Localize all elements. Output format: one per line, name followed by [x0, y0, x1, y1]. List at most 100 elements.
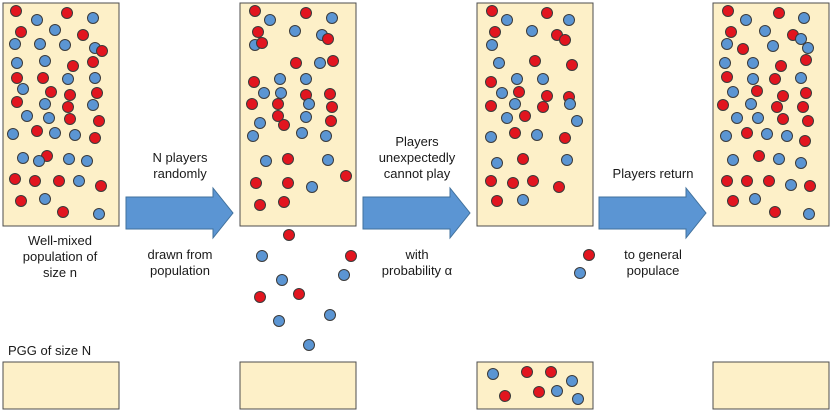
red-player-118	[509, 127, 521, 139]
red-player-197	[499, 390, 511, 402]
red-player-149	[769, 73, 781, 85]
red-player-135	[725, 26, 737, 38]
blue-player-82	[247, 130, 259, 142]
red-player-172	[721, 175, 733, 187]
blue-player-9	[59, 39, 71, 51]
red-player-145	[775, 60, 787, 72]
blue-player-164	[761, 128, 773, 140]
red-player-77	[325, 115, 337, 127]
population-label-line3: size n	[43, 265, 77, 280]
blue-player-19	[89, 72, 101, 84]
red-player-146	[800, 54, 812, 66]
blue-player-45	[73, 175, 85, 187]
blue-player-188	[324, 309, 336, 321]
red-player-2	[61, 7, 73, 19]
red-player-94	[541, 7, 553, 19]
red-player-161	[777, 113, 789, 125]
red-player-191	[583, 249, 595, 261]
blue-player-142	[802, 42, 814, 54]
red-player-30	[64, 113, 76, 125]
red-player-163	[741, 127, 753, 139]
red-player-75	[272, 110, 284, 122]
blue-player-29	[43, 112, 55, 124]
blue-player-180	[803, 208, 815, 220]
red-player-21	[45, 86, 57, 98]
red-player-169	[753, 150, 765, 162]
blue-player-150	[795, 72, 807, 84]
red-player-90	[254, 199, 266, 211]
blue-player-65	[274, 73, 286, 85]
red-player-70	[324, 88, 336, 100]
blue-player-73	[303, 98, 315, 110]
blue-player-66	[300, 73, 312, 85]
blue-player-156	[745, 98, 757, 110]
red-player-84	[282, 153, 294, 165]
red-player-194	[521, 366, 533, 378]
blue-player-78	[254, 117, 266, 129]
arrow1-bottom-line2: population	[150, 263, 210, 278]
red-player-16	[11, 72, 23, 84]
red-player-61	[290, 57, 302, 69]
red-player-14	[67, 60, 79, 72]
arrow3-bottom-line1: to general	[624, 247, 682, 262]
red-player-153	[777, 90, 789, 102]
blue-player-119	[531, 129, 543, 141]
red-player-99	[559, 34, 571, 46]
red-player-127	[527, 175, 539, 187]
arrow2-bottom-line1: with	[405, 247, 429, 262]
red-player-71	[246, 98, 258, 110]
blue-player-132	[740, 14, 752, 26]
red-player-154	[800, 87, 812, 99]
blue-player-130	[517, 194, 529, 206]
arrow2-bottom-line2: probability α	[381, 263, 453, 278]
blue-player-100	[486, 39, 498, 51]
blue-player-200	[572, 393, 584, 405]
red-player-26	[62, 101, 74, 113]
blue-player-25	[39, 98, 51, 110]
red-player-46	[95, 180, 107, 192]
blue-player-5	[49, 24, 61, 36]
blue-player-85	[322, 154, 334, 166]
red-player-79	[278, 119, 290, 131]
arrow2-bottom-label: with probability α	[362, 247, 472, 279]
pgg-box-2	[239, 361, 357, 410]
red-player-63	[327, 55, 339, 67]
blue-player-40	[33, 155, 45, 167]
blue-player-121	[485, 131, 497, 143]
red-player-32	[31, 125, 43, 137]
blue-player-148	[747, 73, 759, 85]
arrow2-top-line3: cannot play	[383, 166, 451, 181]
red-player-91	[278, 196, 290, 208]
red-player-31	[93, 115, 105, 127]
arrow2-top-line2: unexpectedly	[378, 150, 456, 165]
red-player-55	[252, 26, 264, 38]
red-player-126	[507, 177, 519, 189]
blue-player-28	[21, 110, 33, 122]
blue-player-105	[511, 73, 523, 85]
blue-player-166	[720, 130, 732, 142]
red-player-101	[529, 55, 541, 67]
red-player-42	[9, 173, 21, 185]
red-player-23	[91, 87, 103, 99]
red-player-179	[769, 206, 781, 218]
blue-player-151	[727, 86, 739, 98]
red-player-176	[804, 180, 816, 192]
blue-player-18	[62, 73, 74, 85]
red-player-198	[533, 386, 545, 398]
red-player-60	[256, 37, 268, 49]
red-player-92	[486, 5, 498, 17]
red-player-72	[272, 98, 284, 110]
red-player-177	[727, 195, 739, 207]
population-label: Well-mixed population of size n	[10, 233, 110, 281]
red-player-112	[537, 101, 549, 113]
red-player-88	[282, 177, 294, 189]
red-player-0	[10, 5, 22, 17]
red-player-113	[485, 100, 497, 112]
red-player-11	[96, 45, 108, 57]
red-player-24	[11, 96, 23, 108]
blue-player-189	[273, 315, 285, 327]
blue-player-95	[563, 14, 575, 26]
blue-player-89	[306, 181, 318, 193]
blue-player-62	[314, 57, 326, 69]
blue-player-83	[260, 155, 272, 167]
